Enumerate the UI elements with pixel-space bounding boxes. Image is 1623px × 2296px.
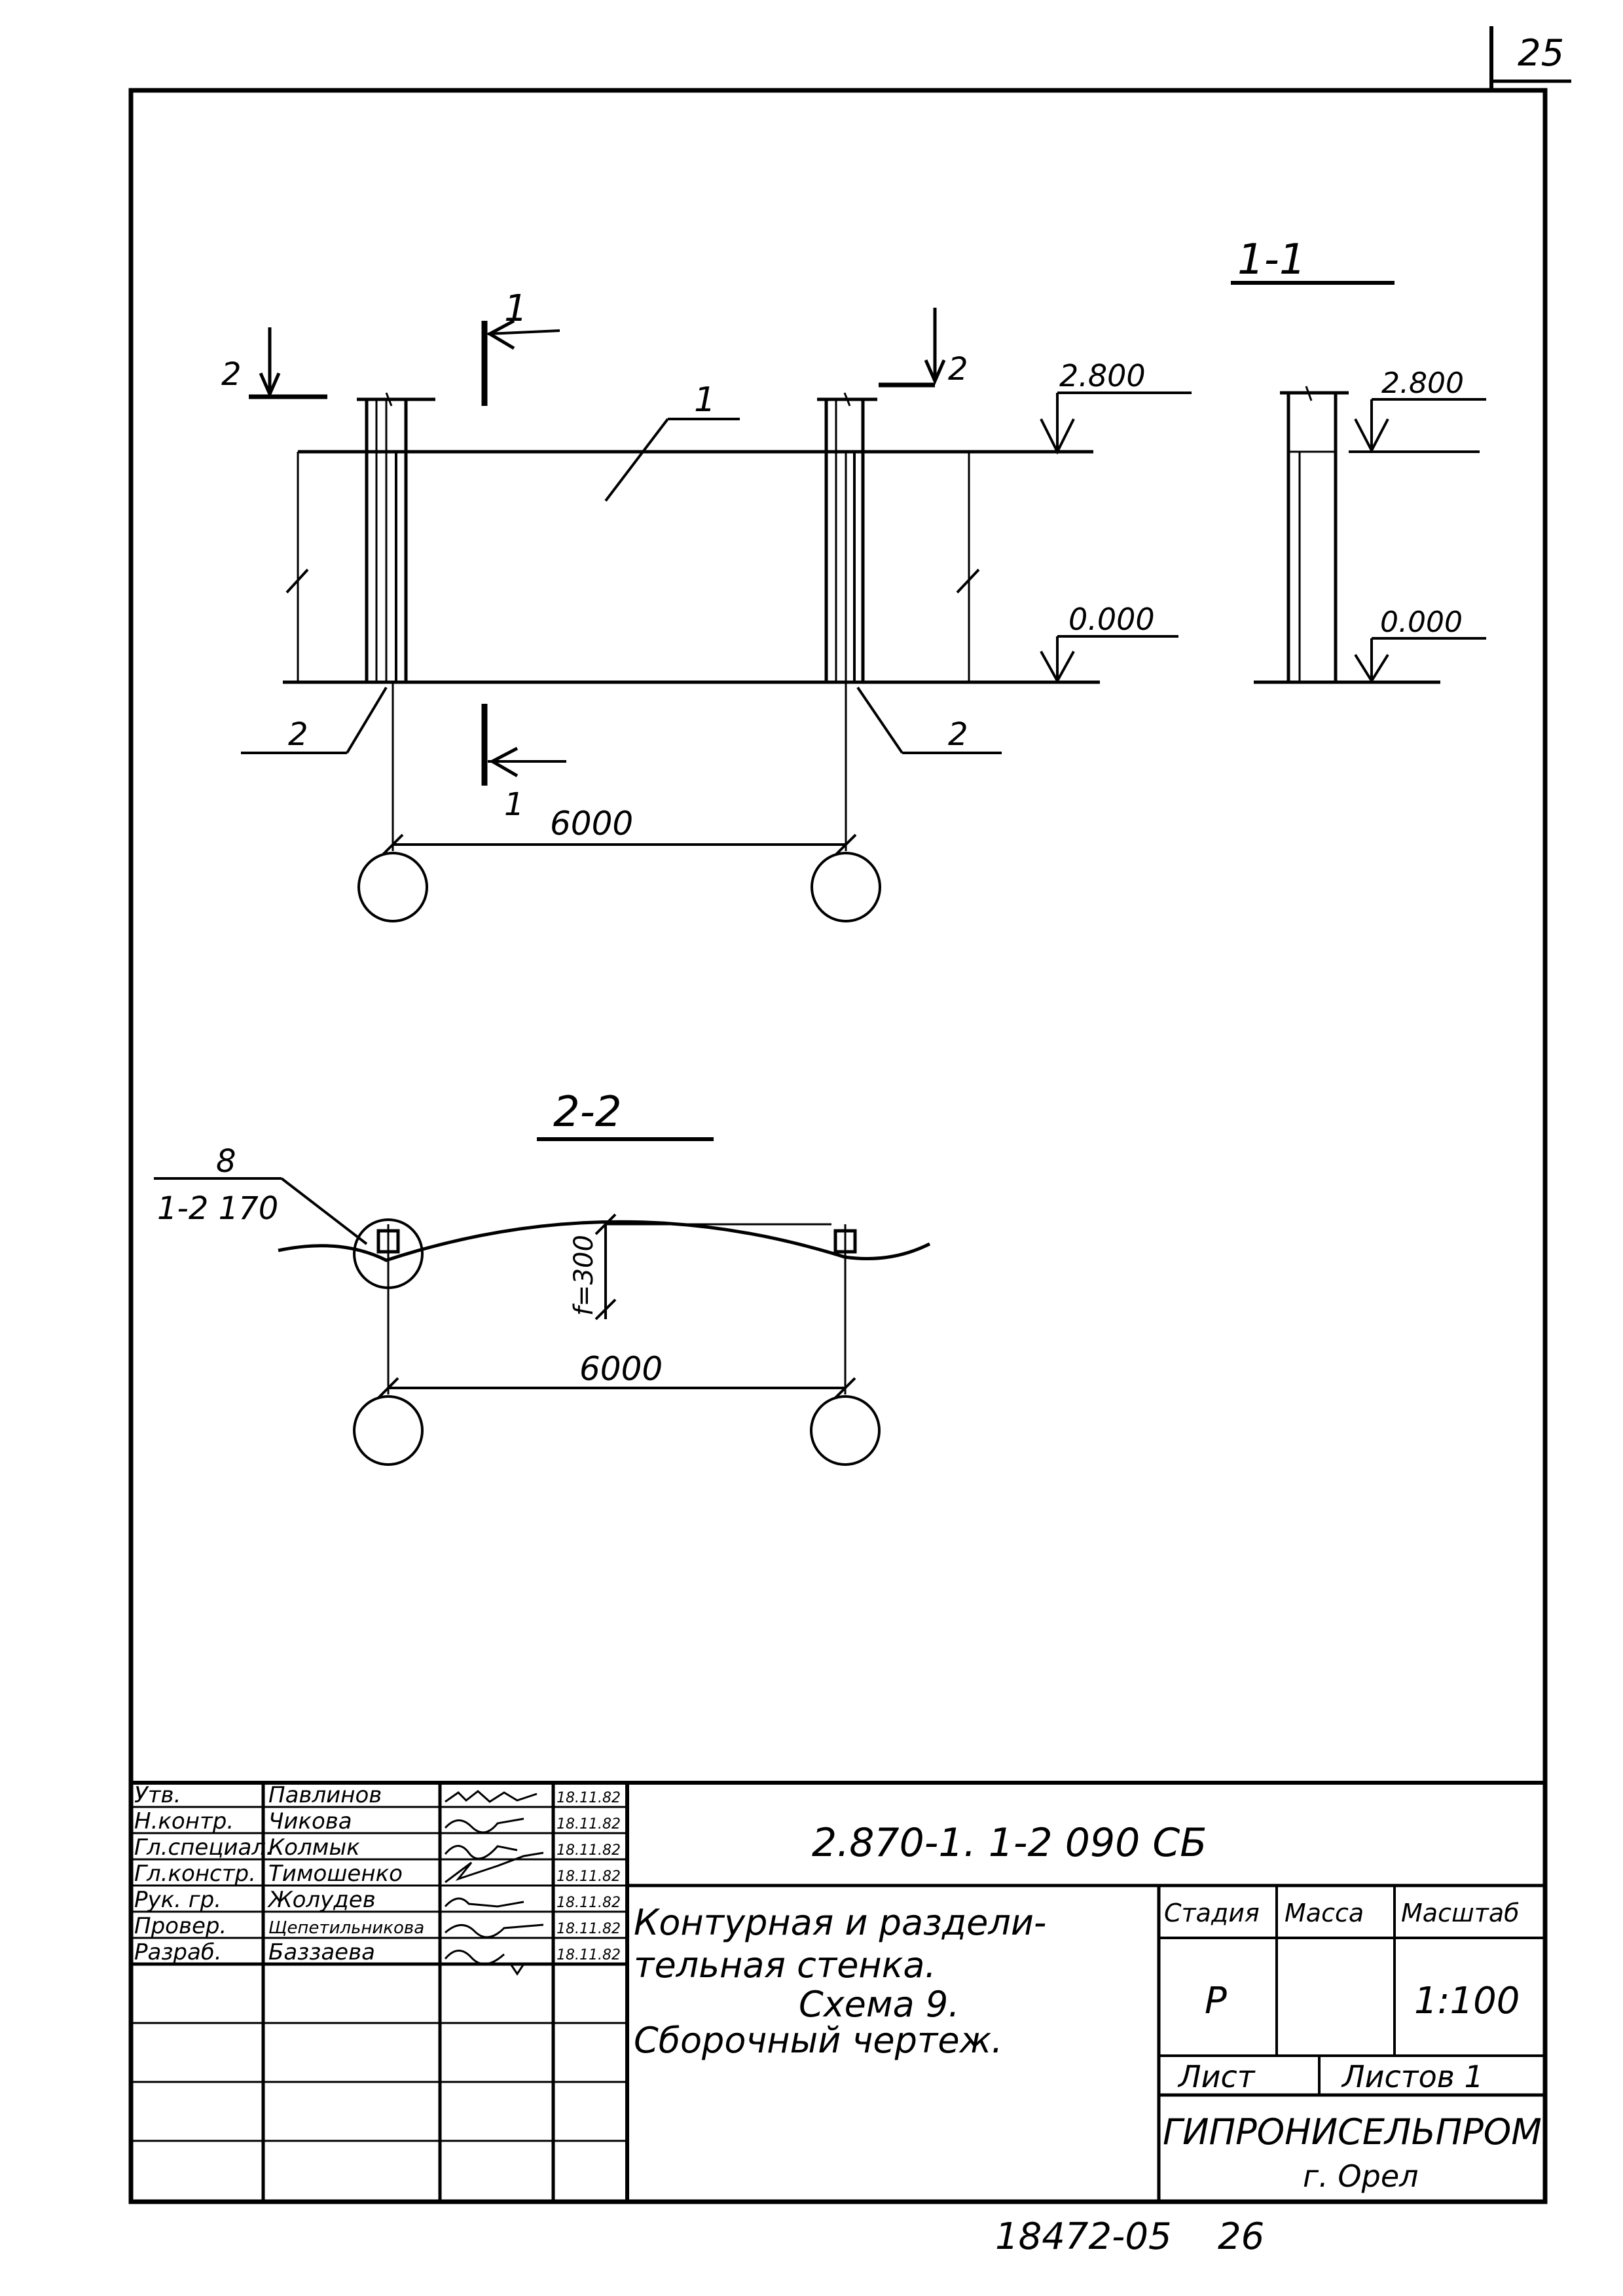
sig-name-5: Щепетильникова [268, 1918, 424, 1938]
section-2-2: 2-2 8 1-2 170 f=300 6000 [154, 1088, 931, 1466]
section-2-2-title: 2-2 [553, 1088, 622, 1137]
axis-circle-plan-left [353, 1395, 424, 1466]
front-view: 2 1 1 2 1 2 [221, 287, 1192, 922]
post-right [817, 392, 877, 682]
stage-value: Р [1205, 1980, 1227, 2022]
signatures-table: Утв. Павлинов 18.11.82 Н.контр. Чикова 1… [134, 1782, 621, 1965]
section-mark-1-bottom: 1 [481, 704, 566, 823]
node-circle [353, 1218, 424, 1289]
section-1-1-elevation-top: 2.800 [1349, 367, 1486, 454]
sig-date-4: 18.11.82 [556, 1895, 621, 1911]
mass-header: Масса [1285, 1899, 1364, 1927]
sig-name-3: Тимошенко [268, 1861, 403, 1887]
axis-circle-right [811, 852, 881, 922]
sig-date-6: 18.11.82 [556, 1947, 621, 1963]
sheets-label: Листов 1 [1341, 2059, 1484, 2094]
post-left [357, 392, 435, 682]
sig-name-4: Жолудев [267, 1887, 376, 1913]
sig-name-2: Колмык [268, 1834, 360, 1861]
section-mark-2-left: 2 [221, 327, 327, 399]
section-1-1-elevation-bottom: 0.000 [1354, 606, 1486, 683]
organization-city: г. Орел [1303, 2159, 1419, 2194]
node-ref: 8 [216, 1143, 236, 1180]
title-block: 2.870-1. 1-2 090 СБ Контурная и раздели-… [131, 1781, 1545, 2202]
elevation-top-label: 2.800 [1059, 358, 1146, 393]
sig-role-3: Гл.констр. [134, 1861, 256, 1887]
post-right-label: 2 [948, 716, 968, 753]
span-dimension-plan: 6000 [579, 1350, 663, 1388]
section-1-1-bottom-label: 0.000 [1380, 606, 1463, 639]
axis-circle-plan-right [810, 1395, 881, 1466]
sheet-frame: 25 [128, 26, 1571, 2204]
node-sheet: 1-2 170 [157, 1190, 278, 1227]
section-label-2-left: 2 [221, 356, 242, 393]
sig-date-0: 18.11.82 [556, 1790, 621, 1806]
drawing-name-line4: Сборочный чертеж. [634, 2020, 1002, 2061]
sig-name-6: Баззаева [268, 1939, 375, 1965]
footer-code: 18472-05 [995, 2215, 1172, 2258]
sig-role-1: Н.контр. [134, 1808, 234, 1834]
sig-role-0: Утв. [134, 1782, 181, 1808]
drawing-code: 2.870-1. 1-2 090 СБ [812, 1820, 1207, 1866]
organization-name: ГИПРОНИСЕЛЬПРОМ [1163, 2111, 1542, 2153]
sheet-label: Лист [1177, 2059, 1256, 2094]
section-1-1: 1-1 2.800 0.000 [1231, 236, 1486, 684]
page-number: 25 [1518, 32, 1564, 75]
sig-date-5: 18.11.82 [556, 1921, 621, 1937]
signature-scribbles [444, 1790, 544, 1976]
section-label-1-top: 1 [504, 287, 528, 330]
span-dimension-front: 6000 [550, 805, 633, 843]
scale-value: 1:100 [1414, 1980, 1520, 2022]
elevation-bottom: 0.000 [1040, 602, 1178, 684]
sig-role-2: Гл.специал. [134, 1834, 273, 1861]
section-1-1-top-label: 2.800 [1381, 367, 1464, 400]
footer-page: 26 [1218, 2215, 1264, 2258]
section-mark-2-right: 2 [879, 308, 968, 388]
sig-date-2: 18.11.82 [556, 1842, 621, 1859]
elevation-bottom-label: 0.000 [1068, 602, 1155, 637]
elevation-top: 2.800 [1040, 358, 1192, 455]
sig-name-0: Павлинов [268, 1782, 382, 1808]
drawing-name-line3: Схема 9. [799, 1984, 959, 2025]
stage-header: Стадия [1164, 1899, 1260, 1927]
section-mark-1-top: 1 [481, 287, 560, 406]
sig-role-6: Разраб. [134, 1939, 222, 1965]
sag-dimension: f=300 [569, 1235, 599, 1316]
sig-role-5: Провер. [134, 1913, 227, 1939]
axis-circle-left [357, 852, 428, 922]
section-1-1-title: 1-1 [1237, 236, 1306, 284]
sig-date-1: 18.11.82 [556, 1816, 621, 1832]
post-left-label: 2 [288, 716, 308, 753]
sig-name-1: Чикова [268, 1808, 352, 1834]
scale-header: Масштаб [1401, 1899, 1520, 1927]
wall-label: 1 [694, 380, 716, 420]
sig-role-4: Рук. гр. [134, 1887, 221, 1913]
section-label-1-bottom: 1 [504, 786, 524, 823]
drawing-name-line2: тельная стенка. [634, 1944, 936, 1986]
section-label-2-right: 2 [948, 351, 968, 388]
drawing-name-line1: Контурная и раздели- [634, 1902, 1046, 1943]
sig-date-3: 18.11.82 [556, 1868, 621, 1885]
